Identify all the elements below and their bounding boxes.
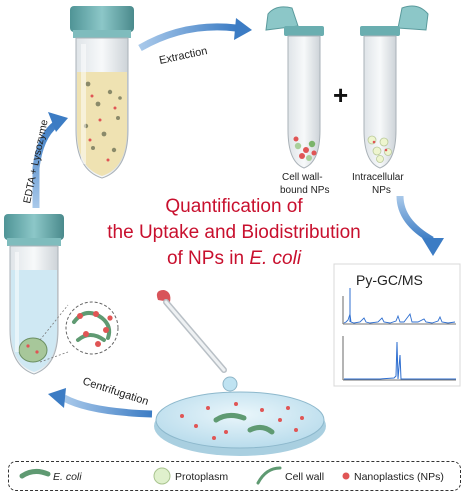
legend-cell-wall: Cell wall — [285, 467, 324, 487]
legend-ecoli-label: E. coli — [53, 471, 82, 483]
arrow-centrifugation — [48, 388, 153, 418]
title-line2: the Uptake and Biodistribution — [107, 222, 361, 243]
legend-ecoli: E. coli — [53, 467, 82, 487]
title-line1: Quantification of — [165, 196, 303, 217]
intracellular-label-line2: NPs — [372, 185, 391, 196]
title-line3-italic: E. coli — [249, 248, 302, 269]
legend-box: E. coli Protoplasm Cell wall Nanoplastic… — [8, 461, 461, 491]
arrow-extraction — [138, 18, 252, 52]
pipette — [156, 290, 238, 392]
pygcms-panel — [333, 263, 461, 387]
legend-protoplasm-label: Protoplasm — [175, 471, 229, 483]
cell-wall-label-line1: Cell wall- — [282, 172, 323, 183]
tube-centrifuged — [4, 214, 64, 375]
arrow-edta-lysozyme — [32, 112, 68, 208]
legend-icons — [19, 466, 350, 485]
cell-wall-label-line2: bound NPs — [280, 185, 329, 196]
intracellular-label-line1: Intracellular — [352, 172, 404, 183]
tube-lysozyme — [70, 6, 134, 179]
zoom-callout — [39, 301, 119, 363]
legend-nanoplastics-label: Nanoplastics (NPs) — [354, 471, 444, 483]
tube-cell-wall-bound — [265, 6, 324, 169]
pygcms-label: Py-GC/MS — [356, 272, 423, 288]
title-line3-prefix: of NPs in — [166, 248, 250, 269]
figure-title: Quantification of the Uptake and Biodist… — [84, 196, 384, 270]
plus-sign: + — [333, 80, 348, 110]
legend-cell-wall-label: Cell wall — [285, 471, 325, 483]
centrifugation-label: Centrifugation — [81, 375, 150, 408]
extraction-label: Extraction — [158, 45, 208, 67]
legend-protoplasm: Protoplasm — [175, 467, 228, 487]
arrow-to-pygcms — [396, 195, 444, 256]
petri-dish — [154, 391, 326, 456]
legend-nanoplastics: Nanoplastics (NPs) — [354, 467, 444, 487]
tube-intracellular — [360, 5, 429, 169]
title-line3: of NPs in E. coli — [84, 248, 384, 270]
